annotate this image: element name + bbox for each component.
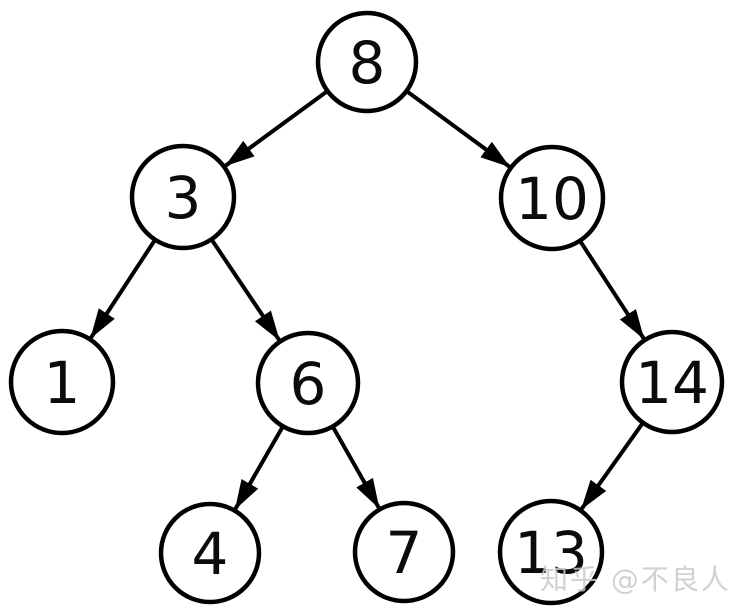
node-label-10: 10 (515, 165, 589, 233)
edge-3-to-1 (89, 238, 157, 339)
edges-layer (89, 89, 646, 510)
tree-node-1: 1 (8, 328, 116, 436)
node-circle-14 (619, 329, 725, 435)
node-circle-10 (498, 144, 606, 252)
node-label-8: 8 (349, 29, 386, 97)
node-circle-1 (8, 328, 116, 436)
node-circle-8 (315, 10, 419, 114)
tree-node-10: 10 (498, 144, 606, 252)
tree-node-13: 13 (497, 498, 605, 606)
node-label-6: 6 (290, 350, 327, 418)
node-label-1: 1 (44, 349, 81, 417)
edge-3-to-6 (209, 238, 281, 341)
node-circle-7 (352, 500, 456, 604)
node-label-4: 4 (192, 520, 229, 588)
node-circle-4 (158, 501, 262, 605)
node-label-3: 3 (165, 164, 202, 232)
tree-node-3: 3 (129, 143, 237, 251)
edge-6-to-4 (233, 425, 285, 510)
tree-node-7: 7 (352, 500, 456, 604)
edge-8-to-3 (224, 89, 329, 168)
node-circle-3 (129, 143, 237, 251)
watermark: 知乎 @不良人 (540, 563, 731, 596)
tree-node-14: 14 (619, 329, 725, 435)
node-label-7: 7 (386, 519, 423, 587)
edge-8-to-10 (405, 89, 511, 169)
edge-14-to-13 (580, 421, 645, 510)
edge-10-to-14 (578, 239, 646, 340)
tree-node-4: 4 (158, 501, 262, 605)
tree-node-6: 6 (255, 330, 361, 436)
nodes-layer: 8 3 10 1 6 14 4 7 13 (8, 10, 725, 606)
node-label-13: 13 (514, 519, 588, 587)
tree-node-8: 8 (315, 10, 419, 114)
edge-6-to-7 (330, 425, 381, 509)
node-circle-13 (497, 498, 605, 606)
node-circle-6 (255, 330, 361, 436)
node-label-14: 14 (635, 349, 709, 417)
